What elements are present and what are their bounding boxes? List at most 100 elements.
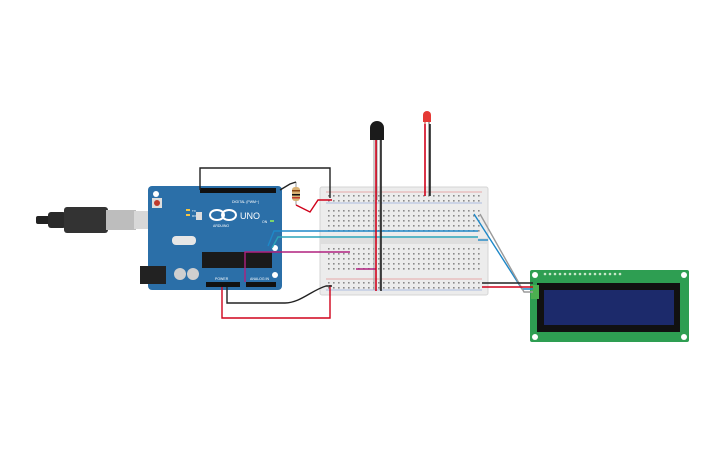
breadboard-hole [343, 220, 345, 222]
breadboard-hole [328, 215, 330, 217]
breadboard-hole [438, 268, 440, 270]
breadboard-hole [333, 258, 335, 260]
breadboard-hole [468, 200, 470, 202]
breadboard-hole [343, 248, 345, 250]
breadboard-hole [433, 225, 435, 227]
wires [199, 124, 533, 319]
resistor-band [292, 194, 300, 196]
breadboard-hole [473, 210, 475, 212]
breadboard-hole [403, 215, 405, 217]
breadboard-hole [463, 210, 465, 212]
breadboard-hole [438, 248, 440, 250]
rx-label: RX [192, 214, 196, 218]
breadboard-hole [353, 248, 355, 250]
lcd-pin [613, 272, 617, 276]
breadboard-hole [468, 248, 470, 250]
breadboard-hole [353, 258, 355, 260]
breadboard-hole [418, 263, 420, 265]
breadboard-hole [403, 210, 405, 212]
wire-gray-lcd [479, 213, 533, 293]
breadboard-hole [423, 248, 425, 250]
breadboard-hole [433, 220, 435, 222]
breadboard-hole [443, 215, 445, 217]
breadboard-hole [333, 200, 335, 202]
breadboard-hole [333, 195, 335, 197]
breadboard-hole [423, 268, 425, 270]
arduino-board[interactable]: UNO ARDUINO DIGITAL (PWM~) POWER ANALOG … [140, 186, 282, 290]
breadboard-hole [468, 195, 470, 197]
lcd-module[interactable] [530, 270, 689, 342]
lcd-pin [593, 272, 597, 276]
breadboard-hole [398, 200, 400, 202]
breadboard-hole [328, 258, 330, 260]
breadboard-hole [398, 258, 400, 260]
breadboard-hole [358, 220, 360, 222]
breadboard-hole [348, 258, 350, 260]
breadboard-hole [473, 225, 475, 227]
breadboard-hole [433, 282, 435, 284]
breadboard-hole [338, 258, 340, 260]
breadboard-hole [423, 195, 425, 197]
breadboard-hole [468, 215, 470, 217]
analog-header[interactable] [246, 282, 276, 287]
breadboard-hole [378, 263, 380, 265]
breadboard-hole [388, 282, 390, 284]
breadboard-hole [458, 287, 460, 289]
breadboard-hole [393, 248, 395, 250]
breadboard-hole [398, 225, 400, 227]
breadboard[interactable] [319, 186, 489, 296]
breadboard-hole [388, 215, 390, 217]
breadboard-hole [473, 268, 475, 270]
breadboard-hole [458, 225, 460, 227]
breadboard-hole [343, 263, 345, 265]
capacitor [187, 268, 199, 280]
breadboard-hole [418, 210, 420, 212]
breadboard-hole [383, 258, 385, 260]
breadboard-hole [393, 258, 395, 260]
breadboard-hole [478, 230, 480, 232]
on-label: ON [262, 220, 268, 224]
lcd-i2c-pins [531, 285, 539, 299]
lcd-pin [548, 272, 552, 276]
breadboard-hole [333, 268, 335, 270]
breadboard-hole [358, 210, 360, 212]
breadboard-hole [428, 220, 430, 222]
breadboard-hole [328, 225, 330, 227]
breadboard-hole [358, 263, 360, 265]
breadboard-hole [463, 195, 465, 197]
usb-plug-metal [106, 210, 136, 230]
breadboard-hole [418, 195, 420, 197]
breadboard-hole [438, 263, 440, 265]
breadboard-hole [388, 195, 390, 197]
breadboard-hole [443, 253, 445, 255]
digital-header[interactable] [200, 188, 276, 193]
breadboard-hole [353, 253, 355, 255]
breadboard-hole [378, 210, 380, 212]
led-body [423, 111, 431, 122]
crystal [172, 236, 196, 245]
temperature-sensor[interactable] [370, 121, 384, 290]
breadboard-hole [478, 200, 480, 202]
breadboard-hole [438, 253, 440, 255]
breadboard-hole [363, 248, 365, 250]
power-header[interactable] [206, 282, 240, 287]
breadboard-hole [328, 263, 330, 265]
resistor[interactable] [292, 182, 300, 205]
breadboard-hole [363, 225, 365, 227]
breadboard-hole [328, 195, 330, 197]
lcd-pin [553, 272, 557, 276]
breadboard-hole [408, 210, 410, 212]
breadboard-hole [428, 248, 430, 250]
breadboard-hole [328, 248, 330, 250]
lcd-pin [588, 272, 592, 276]
breadboard-hole [363, 200, 365, 202]
breadboard-hole [348, 215, 350, 217]
wire-black-ground [226, 285, 332, 304]
breadboard-hole [408, 253, 410, 255]
breadboard-hole [428, 258, 430, 260]
breadboard-hole [403, 248, 405, 250]
breadboard-hole [423, 225, 425, 227]
analog-label: ANALOG IN [250, 277, 270, 281]
breadboard-hole [478, 248, 480, 250]
